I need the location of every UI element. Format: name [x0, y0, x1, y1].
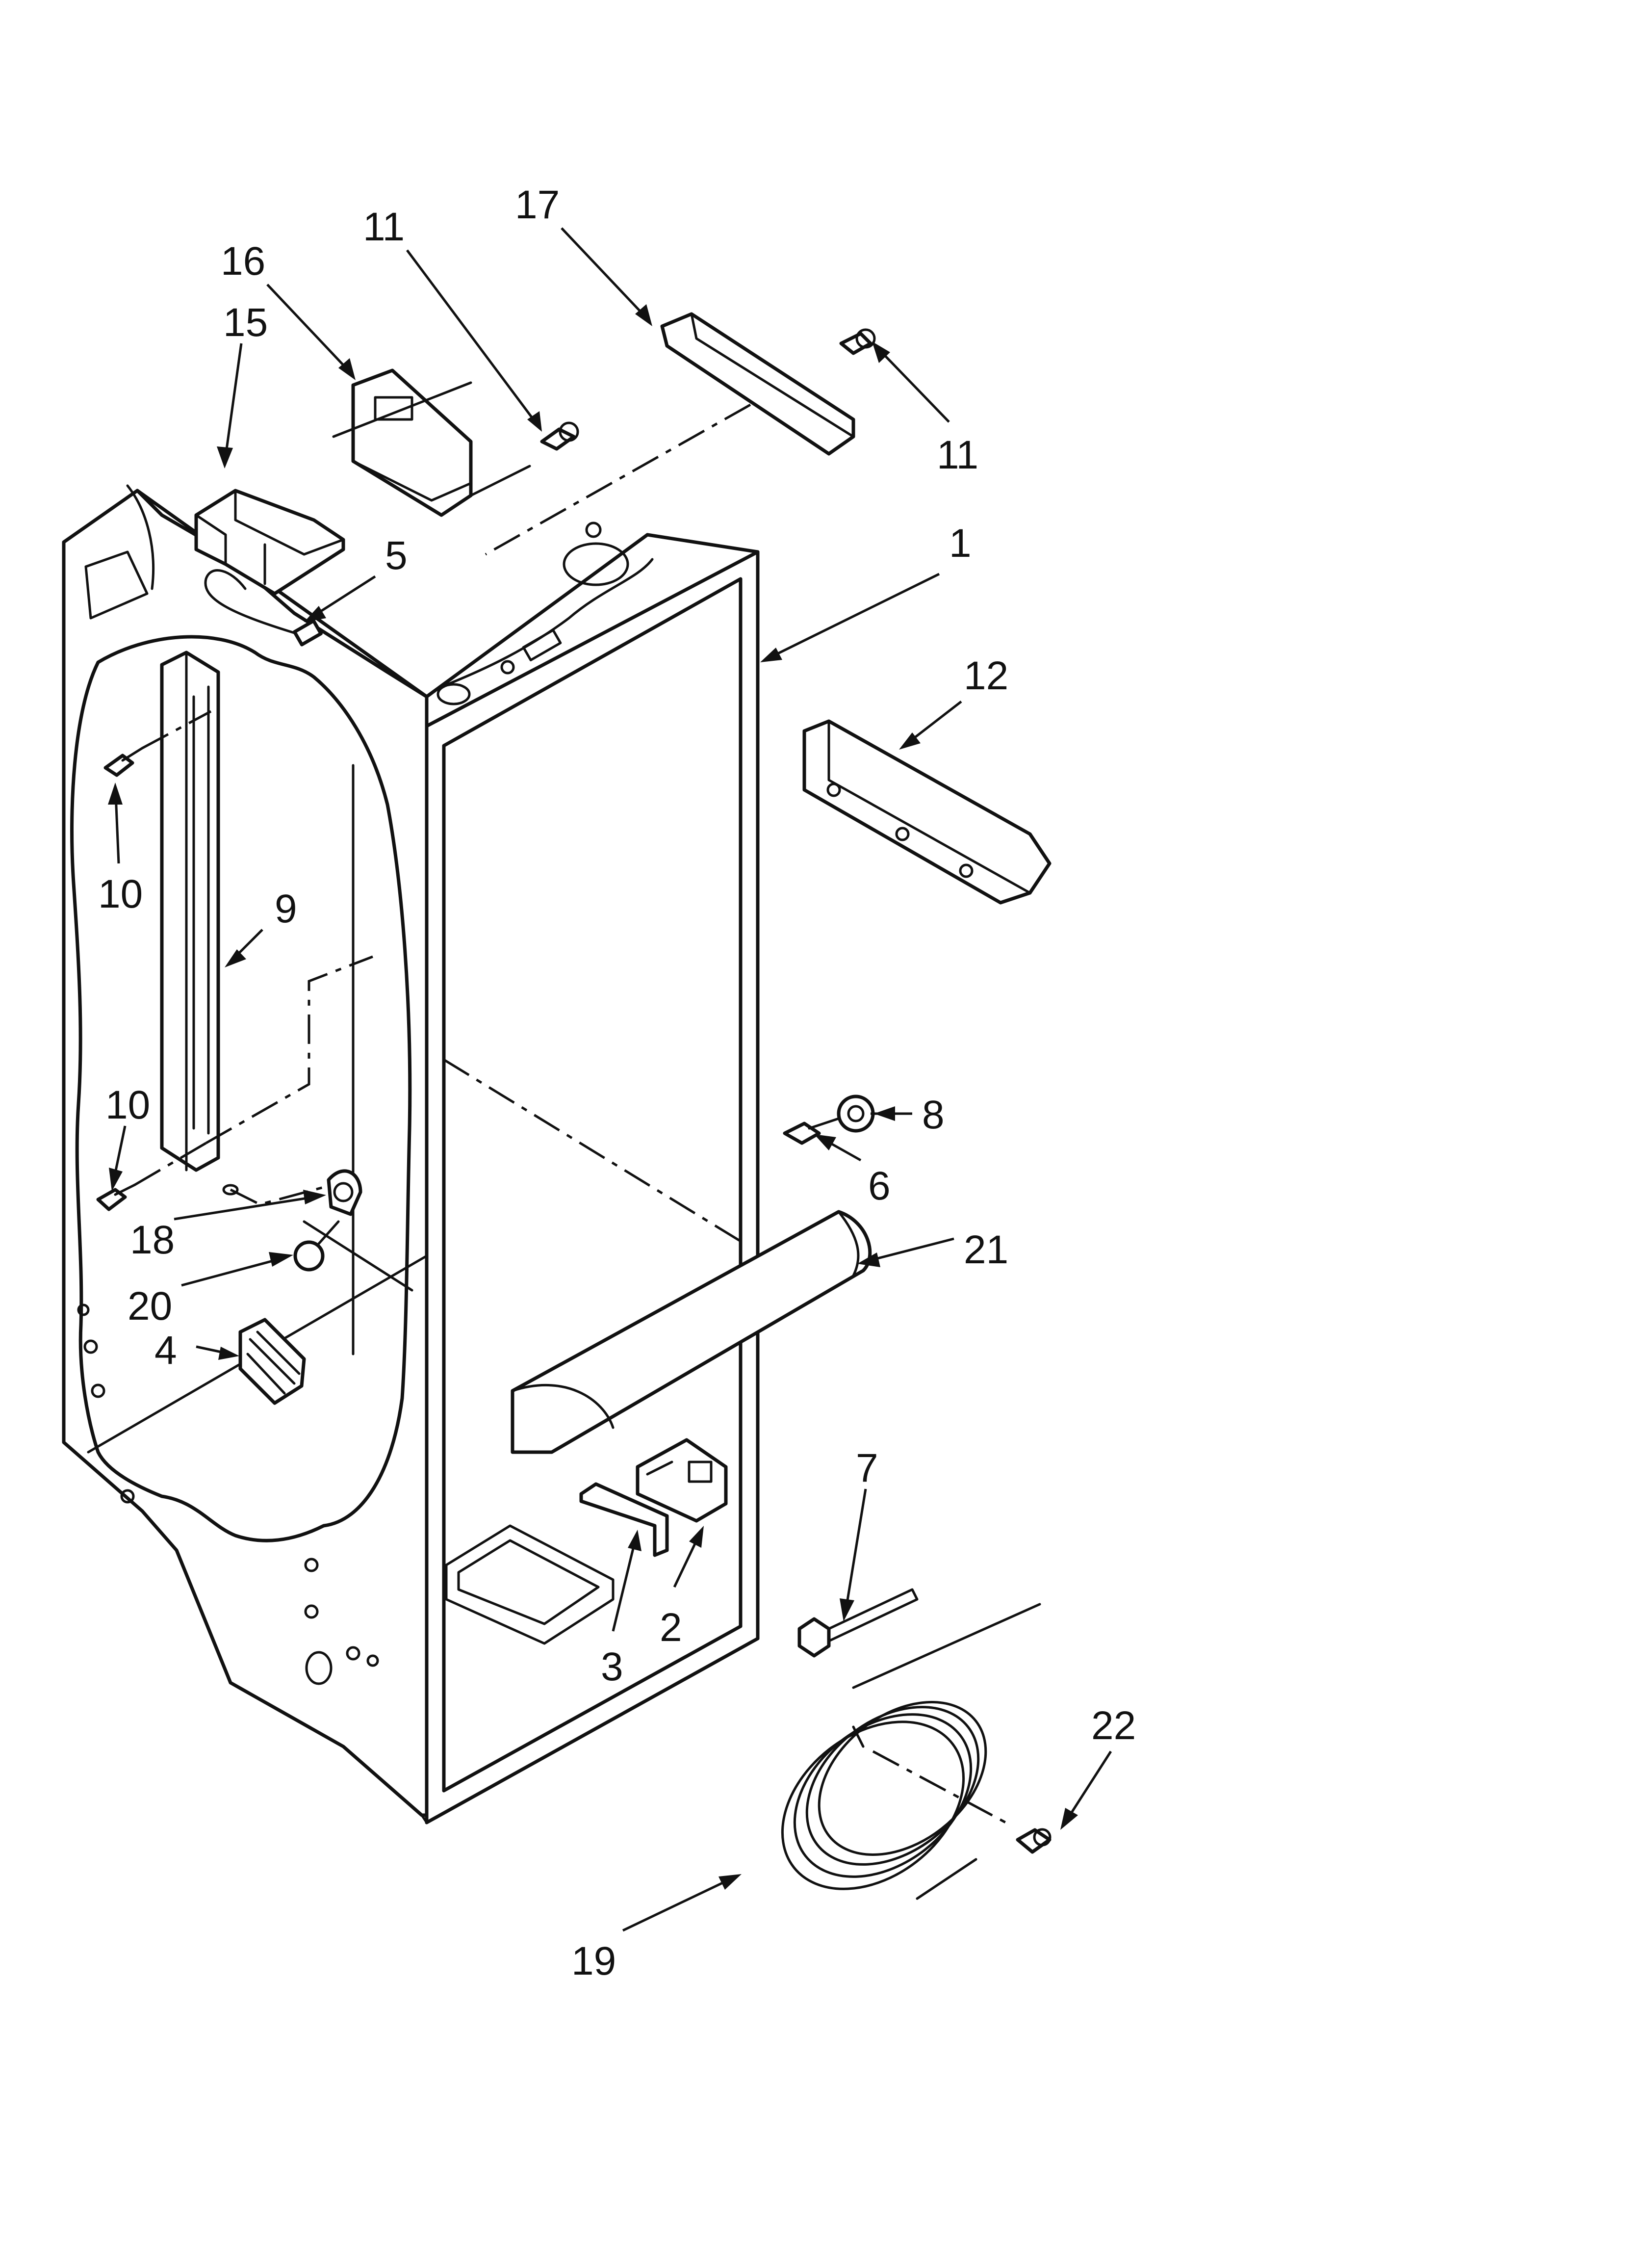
callout-20: 20: [128, 1284, 172, 1329]
callout-labels: 17 11 16 15 5 11 1 12 10 9 10 8 6 18 20 …: [98, 182, 1136, 1983]
bracket-3: [579, 1482, 669, 1557]
crisper-rail: [802, 719, 1052, 905]
callout-21: 21: [964, 1227, 1008, 1272]
callout-12: 12: [964, 653, 1008, 698]
callout-11-right: 11: [937, 433, 978, 477]
hinge-screw: [783, 1117, 840, 1145]
callout-15: 15: [223, 300, 268, 345]
callout-18: 18: [130, 1218, 175, 1262]
control-cover-bracket: [351, 368, 473, 517]
air-duct-cover: [511, 1210, 872, 1454]
screw-10-lower: [96, 1183, 136, 1211]
water-tube-coil: [781, 1603, 1041, 1900]
control-housing: [194, 489, 345, 596]
bracket-2: [636, 1438, 728, 1523]
screw-22: [1016, 1828, 1052, 1854]
callout-9: 9: [275, 886, 297, 931]
callout-4: 4: [154, 1328, 177, 1373]
callout-2: 2: [660, 1605, 682, 1650]
screw-10-upper: [103, 747, 144, 777]
callout-22: 22: [1091, 1703, 1136, 1748]
callout-5: 5: [385, 533, 408, 578]
callout-10-upper: 10: [98, 872, 143, 916]
callout-19: 19: [571, 1939, 616, 1983]
cabinet-liner: [62, 484, 760, 1825]
hinge-bushing: [837, 1095, 875, 1133]
callout-10-lower: 10: [105, 1083, 150, 1127]
callout-11-top: 11: [363, 205, 405, 249]
top-trim-strip: [660, 312, 855, 456]
callout-1: 1: [949, 521, 972, 566]
wire-tie: [797, 1588, 919, 1658]
callout-7: 7: [856, 1446, 878, 1490]
vent-grille: [238, 1318, 306, 1405]
callout-6: 6: [868, 1164, 891, 1208]
callout-3: 3: [601, 1644, 623, 1689]
callout-16: 16: [221, 239, 265, 284]
callout-8: 8: [922, 1093, 945, 1137]
screw-11-top: [540, 421, 579, 451]
screw-11-right: [839, 328, 876, 355]
light-bulb: [293, 1220, 340, 1272]
light-socket: [327, 1169, 362, 1216]
callout-17: 17: [515, 182, 560, 227]
leader-lines: [108, 227, 1112, 1932]
shelf-ladder: [160, 651, 220, 1172]
